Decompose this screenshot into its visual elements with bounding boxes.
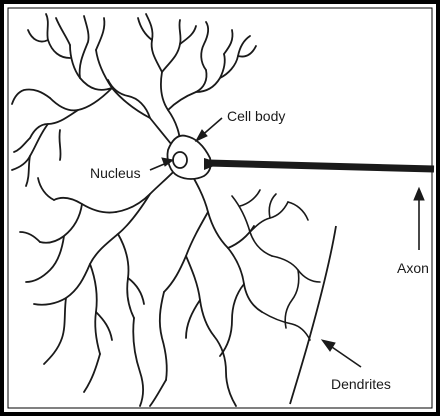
dendrite-branch <box>108 80 150 118</box>
dendrites-arrow-head <box>322 340 335 351</box>
dendrite-branch <box>54 198 116 213</box>
dendrite-branch <box>160 292 167 380</box>
dendrite-branch <box>272 256 320 282</box>
dendrite-branch <box>56 18 70 45</box>
dendrite-branch <box>232 196 272 256</box>
dendrite-branch <box>224 30 233 54</box>
dendrite-branch <box>34 264 90 305</box>
dendrite-branch <box>14 138 30 152</box>
dendrite-branch <box>168 70 207 110</box>
dendrite-branch <box>162 20 181 72</box>
dendrite-branch <box>128 278 144 304</box>
dendrite-tree <box>12 14 262 406</box>
dendrite-branch <box>285 270 299 328</box>
dendrite-branch <box>180 26 196 44</box>
dendrite-branch <box>30 110 78 138</box>
dendrites-arrow-line <box>329 345 361 367</box>
dendrites-leader-line <box>290 226 336 404</box>
dendrite-branch <box>90 264 100 354</box>
dendrite-branch <box>96 312 112 340</box>
dendrite-branch <box>96 18 104 50</box>
label-dendrites: Dendrites <box>331 376 391 392</box>
dendrite-branch <box>12 89 50 104</box>
figure-frame-inner <box>8 8 432 408</box>
dendrite-branch <box>228 226 254 248</box>
dendrite-branch <box>150 380 166 406</box>
figure-frame <box>2 2 438 414</box>
axon-arrow-head <box>414 188 424 200</box>
dendrite-branch <box>80 16 89 78</box>
dendrite-branch <box>269 194 276 218</box>
dendrite-branch <box>186 256 214 336</box>
dendrite-branch <box>201 22 208 70</box>
label-nucleus: Nucleus <box>90 165 141 181</box>
dendrite-branch <box>20 232 40 242</box>
dendrite-cluster-right <box>232 190 320 340</box>
dendrite-branch <box>84 354 100 392</box>
axon <box>208 163 434 169</box>
dendrite-branch <box>44 298 66 364</box>
dendrite-branch <box>196 54 225 92</box>
dendrite-branch <box>70 45 112 90</box>
label-cell-body: Cell body <box>227 108 285 124</box>
dendrite-branch <box>288 202 308 220</box>
label-axon: Axon <box>397 260 429 276</box>
dendrite-branch <box>164 212 208 292</box>
dendrite-branch <box>220 284 244 356</box>
dendrite-branch <box>50 88 112 110</box>
dendrite-branch <box>133 318 143 406</box>
dendrite-branch <box>146 14 162 72</box>
dendrite-branch <box>28 30 48 42</box>
dendrite-branch <box>38 178 54 200</box>
dendrite-branch <box>240 190 260 206</box>
dendrite-branch <box>59 130 60 160</box>
dendrite-branch <box>118 234 134 318</box>
dendrite-branch <box>186 300 200 338</box>
dendrite-branch <box>228 248 262 312</box>
dendrite-branch <box>90 194 150 264</box>
dendrite-branch <box>40 204 82 243</box>
nucleus <box>173 152 187 168</box>
dendrite-branch <box>214 336 236 406</box>
dendrite-branch <box>96 50 150 118</box>
